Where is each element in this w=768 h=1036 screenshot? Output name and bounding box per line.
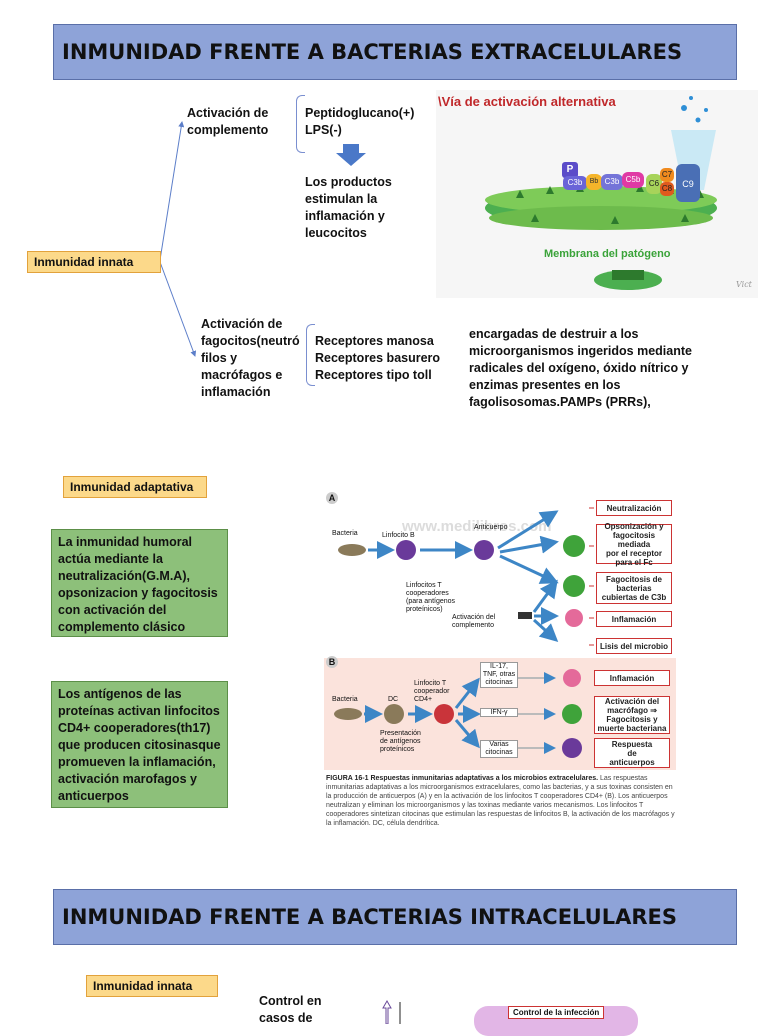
receptor-bracket — [306, 324, 315, 386]
a-complement-label: Activación del complemento — [452, 614, 496, 629]
outcome-c3b-phagocytosis: Fagocitosis de bacterias cubiertas de C3… — [596, 572, 672, 604]
protein-c9: C9 — [682, 179, 694, 189]
outcome-neutralization: Neutralización — [596, 500, 672, 516]
connector-complement — [159, 121, 185, 261]
a-t-helper-label: Linfocitos T cooperadores (para antígeno… — [406, 582, 456, 613]
complement-triggers-text: Peptidoglucano(+) LPS(-) — [305, 106, 415, 137]
membrane-label: Membrana del patógeno — [544, 248, 671, 260]
section-title-intracellular: INMUNIDAD FRENTE A BACTERIAS INTRACELULA… — [53, 889, 737, 945]
b-various-label: Varias citocinas — [480, 740, 518, 758]
figure-caption-body: Las respuestas inmunitarias adaptativas … — [326, 775, 675, 827]
complement-bracket — [296, 95, 305, 153]
panel-a-label: A — [326, 492, 338, 504]
protein-c6: C6 — [648, 179, 660, 188]
b-presentation-label: Presentación de antígenos proteínicos — [380, 730, 421, 753]
b-il17-label: IL-17, TNF, otras citocinas — [480, 662, 518, 688]
outcome-opsonization: Opsonización y fagocitosis mediada por e… — [596, 522, 672, 567]
complement-activation-text: Activación de complemento — [187, 106, 269, 137]
innate-immunity-tag: Inmunidad innata — [27, 251, 161, 273]
outcome-lysis: Lisis del microbio — [596, 638, 672, 654]
protein-c5b: C5b — [625, 175, 641, 184]
phagocyte-description: encargadas de destruir a los microorgani… — [469, 327, 692, 409]
b-dc-label: DC — [388, 696, 399, 703]
figure-caption: FIGURA 16-1 Respuestas inmunitarias adap… — [326, 774, 676, 828]
b-t-cd4-label: Linfocito T cooperador CD4+ — [414, 680, 450, 703]
b-ifn-label: IFN-γ — [480, 708, 518, 717]
panel-a-illustration — [338, 507, 594, 646]
humoral-immunity-box: La inmunidad humoral actúa mediante la n… — [51, 529, 228, 637]
pathway-illustration — [485, 96, 717, 290]
up-arrow-icon — [382, 1000, 401, 1024]
protein-c8: C8 — [661, 184, 673, 193]
protein-c3b-a: C3b — [567, 178, 583, 187]
phagocyte-activation-text: Activación de fagocitos(neutró filos y m… — [201, 317, 300, 399]
protein-c7: C7 — [661, 170, 673, 179]
section-title-extracellular: INMUNIDAD FRENTE A BACTERIAS EXTRACELULA… — [53, 24, 737, 80]
protein-c3b-b: C3b — [604, 177, 620, 186]
figure-signature: Vict — [736, 280, 752, 289]
a-antibody-label: Anticuerpo — [474, 524, 508, 531]
outcome-inflammation-a: Inflamación — [596, 611, 672, 627]
connector-phagocytes — [159, 261, 197, 357]
cd4-activation-box: Los antígenos de las proteínas activan l… — [51, 681, 228, 808]
adaptive-immunity-label: Inmunidad adaptativa — [70, 480, 194, 494]
figure-watermark: www.medilibros.com — [402, 518, 552, 535]
adaptive-immunity-tag: Inmunidad adaptativa — [63, 476, 207, 498]
innate-immunity-tag-2: Inmunidad innata — [86, 975, 218, 997]
innate-immunity-label: Inmunidad innata — [34, 255, 134, 269]
complement-pathway-figure: \Vía de activación alternativa P C3b B — [436, 90, 758, 298]
panel-b-illustration — [334, 669, 582, 758]
panel-b-label: B — [326, 656, 338, 668]
pathway-figure-title: \Vía de activación alternativa — [438, 94, 616, 109]
figure-16-1: A www.medilibros.com Bacteria L — [324, 490, 676, 827]
protein-bb: Bb — [589, 178, 599, 185]
panel-a: A www.medilibros.com Bacteria L — [324, 490, 676, 655]
control-text: Control en casos de — [259, 994, 322, 1025]
section2-title-text: INMUNIDAD FRENTE A BACTERIAS INTRACELULA… — [62, 905, 677, 929]
b-bacteria-label: Bacteria — [332, 696, 358, 703]
panel-b: B Bacteria DC Presentación de antígenos … — [324, 656, 676, 770]
innate-immunity-label-2: Inmunidad innata — [93, 979, 193, 993]
receptor-list: Receptores manosa Receptores basurero Re… — [315, 334, 441, 382]
section-title-text: INMUNIDAD FRENTE A BACTERIAS EXTRACELULA… — [62, 40, 683, 64]
outcome-antibody-response: Respuesta de anticuerpos — [594, 738, 670, 768]
complement-result-text: Los productos estimulan la inflamación y… — [305, 175, 392, 240]
a-bacteria-label: Bacteria — [332, 530, 358, 537]
figure-caption-title: FIGURA 16-1 Respuestas inmunitarias adap… — [326, 775, 599, 782]
protein-p: P — [566, 164, 574, 175]
outcome-macrophage: Activación del macrófago ⇒ Fagocitosis y… — [594, 696, 670, 734]
a-lymph-b-label: Linfocito B — [382, 532, 415, 539]
down-arrow-icon — [336, 144, 366, 166]
infection-control-box: Control de la infección — [508, 1006, 605, 1019]
outcome-inflammation-b: Inflamación — [594, 670, 670, 686]
